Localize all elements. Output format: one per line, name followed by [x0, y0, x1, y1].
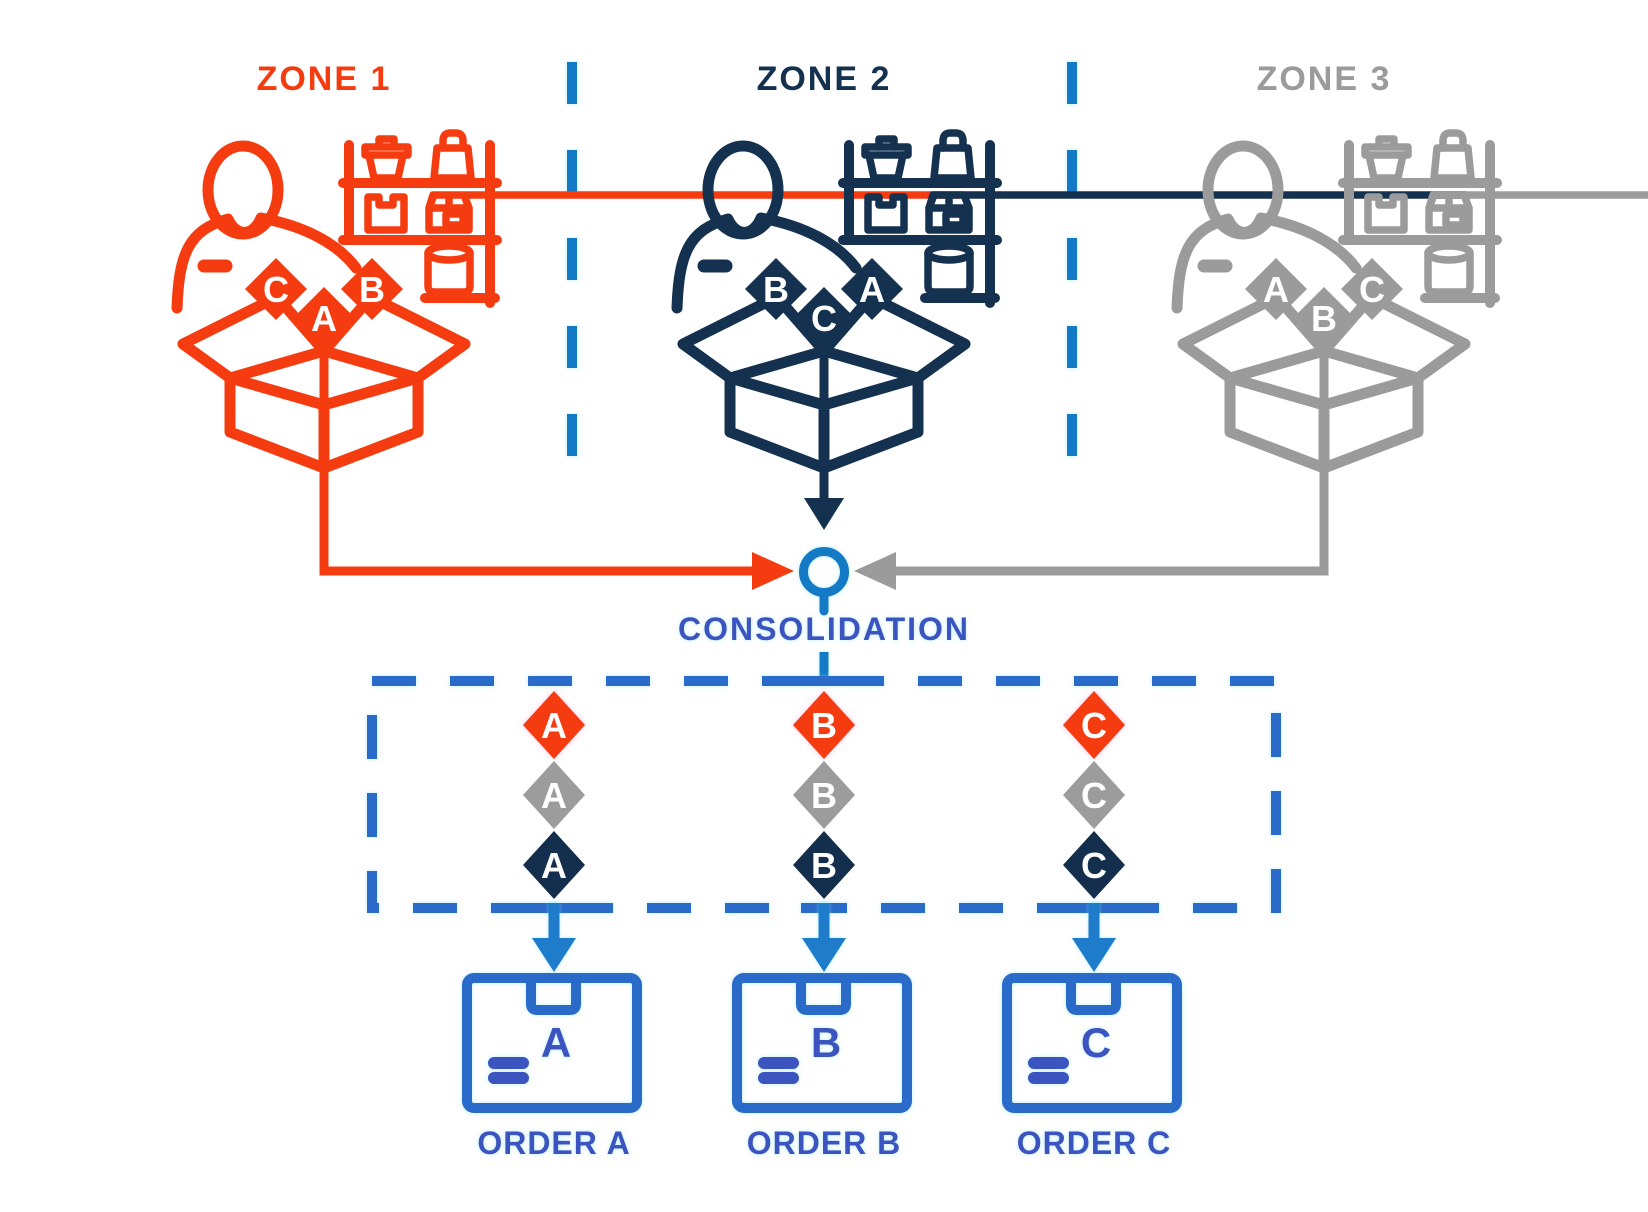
sorting-row-3: A B C: [523, 831, 1125, 899]
order-box-b-lines: [758, 1057, 799, 1084]
svg-text:A: A: [311, 298, 337, 339]
svg-text:B: B: [359, 269, 385, 310]
zone-2-group: ZONE 2 B A C: [677, 60, 1465, 530]
svg-text:A: A: [1263, 269, 1289, 310]
order-b-group: B ORDER B: [732, 973, 912, 1161]
order-box-a-icon: [462, 973, 642, 1113]
sorting-row-1: A B C: [523, 691, 1125, 759]
zone-1-connector-arrow: [319, 351, 794, 590]
order-box-c-lines: [1028, 1057, 1069, 1084]
order-c-label: ORDER C: [1017, 1125, 1172, 1161]
svg-text:B: B: [811, 775, 837, 816]
order-box-a-letter: A: [541, 1019, 571, 1066]
order-box-c-icon: [1002, 973, 1182, 1113]
sorting-row-2: A B C: [523, 761, 1125, 829]
consolidation-node-icon: [799, 547, 849, 684]
svg-text:C: C: [811, 298, 837, 339]
zone-3-group: ZONE 3 A C B: [854, 60, 1648, 590]
svg-text:A: A: [541, 845, 567, 886]
order-b-label: ORDER B: [747, 1125, 902, 1161]
svg-text:A: A: [541, 775, 567, 816]
zone-1-item-diamonds: C B A: [245, 258, 403, 349]
order-box-b-letter: B: [811, 1019, 841, 1066]
zone-3-item-diamonds: A C B: [1245, 258, 1403, 349]
order-a-label: ORDER A: [477, 1125, 630, 1161]
zone-2-label: ZONE 2: [757, 60, 892, 98]
zone-3-worker-station-icon: [1177, 133, 1648, 468]
svg-text:C: C: [1081, 775, 1107, 816]
svg-text:B: B: [811, 705, 837, 746]
order-a-group: A ORDER A: [462, 973, 642, 1161]
order-arrows: [532, 903, 1116, 972]
consolidation-label: CONSOLIDATION: [678, 611, 970, 647]
order-box-b-icon: [732, 973, 912, 1113]
order-c-group: C ORDER C: [1002, 973, 1182, 1161]
svg-text:A: A: [541, 705, 567, 746]
order-box-c-letter: C: [1081, 1019, 1111, 1066]
zone-3-label: ZONE 3: [1257, 60, 1392, 98]
svg-text:C: C: [263, 269, 289, 310]
svg-text:C: C: [1359, 269, 1385, 310]
zone-1-group: ZONE 1 C B A: [177, 60, 965, 590]
zone-3-connector-arrow: [854, 351, 1329, 590]
zone-2-connector-arrow: [804, 351, 844, 530]
svg-text:C: C: [1081, 845, 1107, 886]
svg-text:C: C: [1081, 705, 1107, 746]
zone-2-item-diamonds: B A C: [745, 258, 903, 349]
svg-text:B: B: [1311, 298, 1337, 339]
svg-text:B: B: [763, 269, 789, 310]
zone-1-label: ZONE 1: [257, 60, 392, 98]
order-box-a-lines: [488, 1057, 529, 1084]
svg-text:A: A: [859, 269, 885, 310]
svg-text:B: B: [811, 845, 837, 886]
